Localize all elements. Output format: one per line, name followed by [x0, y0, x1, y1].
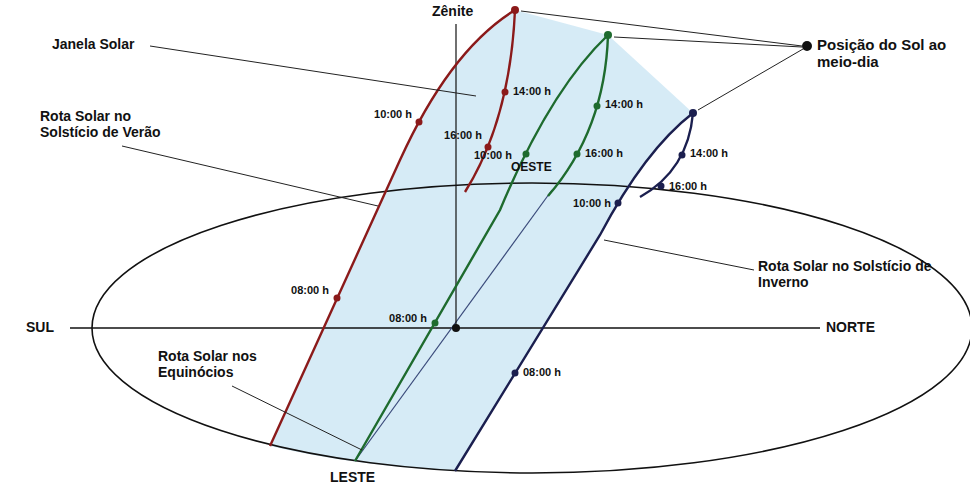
equinox-hour-dots: [432, 31, 613, 327]
east-west-axis: [355, 190, 552, 461]
hour-label: 08:00 h: [389, 312, 427, 325]
direction-label: NORTE: [826, 319, 875, 335]
summer-hour-dots: [334, 6, 520, 302]
hour-label: 14:00 h: [690, 147, 728, 160]
hour-label: 14:00 h: [605, 98, 643, 111]
hour-label: 16:00 h: [444, 129, 482, 142]
center-dot: [452, 324, 460, 332]
window-label: Janela Solar: [52, 36, 135, 52]
summer-path: [270, 10, 515, 446]
hour-label: 10:00 h: [474, 149, 512, 162]
noon-label: Posição do Sol ao meio-dia: [817, 36, 965, 71]
solar-window-fill: [270, 10, 693, 471]
direction-label: OESTE: [511, 161, 552, 175]
noon-callout-dot: [802, 41, 812, 51]
winter-path: [455, 113, 693, 471]
hour-label: 10:00 h: [573, 197, 611, 210]
south-north-axis: [70, 327, 820, 328]
path-label: Rota Solar no Solstício de Inverno: [758, 258, 954, 290]
direction-label: LESTE: [330, 469, 375, 485]
direction-label: SUL: [26, 319, 54, 335]
hour-label: 16:00 h: [585, 147, 623, 160]
hour-label: 10:00 h: [374, 108, 412, 121]
path-label: Rota Solar no Solstício de Verão: [40, 108, 190, 140]
path-label: Rota Solar nos Equinócios: [158, 348, 308, 380]
leader-lines: [122, 11, 803, 450]
zenith-label: Zênite: [432, 3, 473, 19]
zenith-line: [455, 24, 456, 328]
hour-label: 08:00 h: [291, 284, 329, 297]
hour-label: 08:00 h: [523, 366, 561, 379]
winter-hour-dots: [512, 109, 698, 377]
equinox-path: [355, 35, 608, 461]
hour-label: 16:00 h: [669, 180, 707, 193]
hour-label: 14:00 h: [513, 85, 551, 98]
